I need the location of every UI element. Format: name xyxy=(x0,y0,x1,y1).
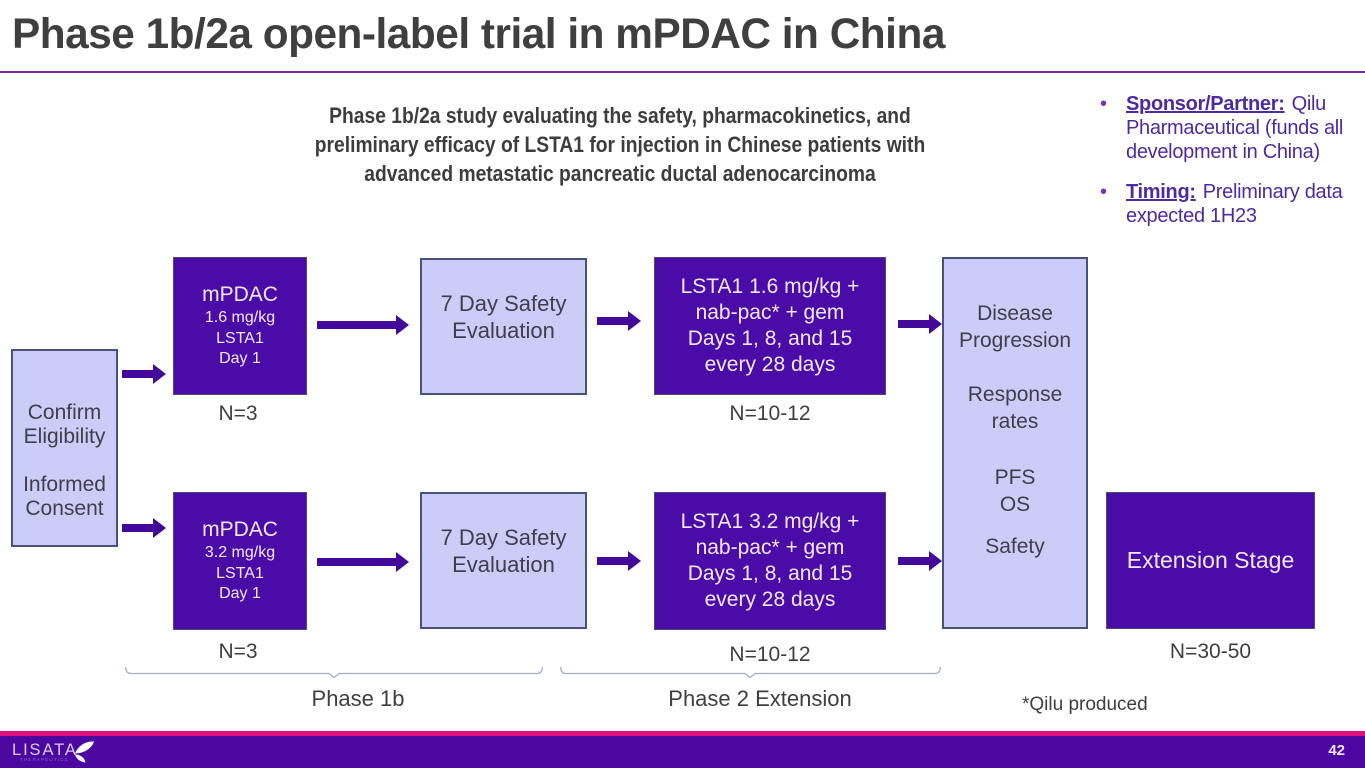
arrow-shape xyxy=(122,364,166,384)
bullet-timing-label: Timing: xyxy=(1126,181,1196,203)
arm1-title: mPDAC xyxy=(202,283,278,307)
bullet-dot-icon: • xyxy=(1100,181,1108,203)
flow-box-arm1-mpdac: mPDAC 1.6 mg/kg LSTA1 Day 1 xyxy=(173,257,307,395)
arrow-entry-to-arm2 xyxy=(122,518,166,538)
bullet-sponsor: • Sponsor/Partner:Qilu Pharmaceutical (f… xyxy=(1096,92,1358,164)
arrow-safety1-to-combo1 xyxy=(597,311,641,331)
page-number: 42 xyxy=(1328,742,1345,759)
bracket-shape xyxy=(560,666,941,679)
flow-box-safety2: 7 Day Safety Evaluation xyxy=(420,492,587,629)
flow-box-confirm-eligibility: Confirm Eligibility Informed Consent xyxy=(11,349,118,547)
footnote-qilu-produced: *Qilu produced xyxy=(1022,694,1148,715)
flow-box-confirm-eligibility-text: Confirm Eligibility Informed Consent xyxy=(23,401,106,520)
flow-box-arm2-text: mPDAC 3.2 mg/kg LSTA1 Day 1 xyxy=(202,517,278,605)
bracket-shape xyxy=(125,666,543,679)
arrow-safety2-to-combo2 xyxy=(597,551,641,571)
slide-title: Phase 1b/2a open-label trial in mPDAC in… xyxy=(12,10,945,58)
bullet-dot-icon: • xyxy=(1100,93,1108,115)
phase1-label: Phase 1b xyxy=(311,686,405,711)
flow-box-arm2-mpdac: mPDAC 3.2 mg/kg LSTA1 Day 1 xyxy=(173,492,307,630)
flow-box-outcomes-text: Disease Progression Response rates PFS O… xyxy=(959,300,1071,560)
arrow-shape xyxy=(898,551,942,571)
outcome-safety: Safety xyxy=(985,535,1045,558)
n-label-extension: N=30-50 xyxy=(1169,640,1252,663)
arrow-shape xyxy=(317,315,409,335)
arm2-title: mPDAC xyxy=(202,518,278,542)
study-description: Phase 1b/2a study evaluating the safety,… xyxy=(314,103,926,186)
lisata-logo-text: LISATA xyxy=(12,741,78,759)
arrow-shape xyxy=(898,314,942,334)
flow-box-combo2: LSTA1 3.2 mg/kg + nab-pac* + gem Days 1,… xyxy=(654,492,886,630)
n-label-arm1: N=3 xyxy=(218,402,258,425)
arrow-shape xyxy=(597,311,641,331)
title-divider-rule xyxy=(0,71,1365,73)
arrow-combo2-to-outcomes xyxy=(898,551,942,571)
arrow-arm2-to-safety2 xyxy=(317,552,409,572)
arrow-shape xyxy=(317,552,409,572)
flow-box-combo1: LSTA1 1.6 mg/kg + nab-pac* + gem Days 1,… xyxy=(654,257,886,395)
arrow-arm1-to-safety1 xyxy=(317,315,409,335)
sidebar-bullet-list: • Sponsor/Partner:Qilu Pharmaceutical (f… xyxy=(1096,92,1358,244)
leaf-icon xyxy=(75,741,94,763)
extension-stage-label: Extension Stage xyxy=(1126,547,1295,573)
flow-box-extension-stage: Extension Stage xyxy=(1106,492,1315,629)
footer-pink-stripe xyxy=(0,731,1365,736)
lisata-logo: LISATA THERAPEUTICS xyxy=(12,741,94,763)
phase1-bracket xyxy=(125,666,543,679)
arrow-shape xyxy=(122,518,166,538)
leaf-upper-shape xyxy=(75,741,94,754)
flow-box-combo1-text: LSTA1 1.6 mg/kg + nab-pac* + gem Days 1,… xyxy=(680,275,860,376)
bullet-timing: • Timing:Preliminary data expected 1H23 xyxy=(1096,180,1358,228)
bullet-timing-body: Timing:Preliminary data expected 1H23 xyxy=(1126,180,1358,228)
outcome-disease-progression: Disease Progression xyxy=(958,302,1072,352)
arrow-combo1-to-outcomes xyxy=(898,314,942,334)
outcome-response-rates: Response rates xyxy=(967,383,1063,433)
arrow-shape xyxy=(597,551,641,571)
bullet-timing-text: Preliminary data expected 1H23 xyxy=(1126,181,1343,227)
flow-box-combo2-text: LSTA1 3.2 mg/kg + nab-pac* + gem Days 1,… xyxy=(680,510,860,611)
flow-box-safety1-text: 7 Day Safety Evaluation xyxy=(440,290,567,343)
arrow-entry-to-arm1 xyxy=(122,364,166,384)
n-label-arm2: N=3 xyxy=(218,640,258,663)
phase2-bracket xyxy=(560,666,941,679)
bullet-sponsor-label: Sponsor/Partner: xyxy=(1126,93,1285,115)
n-label-combo1: N=10-12 xyxy=(729,402,811,425)
leaf-lower-shape xyxy=(75,754,86,763)
bullet-sponsor-text: Qilu Pharmaceutical (funds all developme… xyxy=(1126,93,1344,163)
phase2-label: Phase 2 Extension xyxy=(668,686,852,711)
arm2-dose-lines: 3.2 mg/kg LSTA1 Day 1 xyxy=(204,544,276,603)
lisata-logo-subtext: THERAPEUTICS xyxy=(20,757,69,762)
n-label-combo2: N=10-12 xyxy=(729,643,811,666)
bullet-sponsor-body: Sponsor/Partner:Qilu Pharmaceutical (fun… xyxy=(1126,92,1358,164)
flow-box-safety1: 7 Day Safety Evaluation xyxy=(420,258,587,395)
flow-box-outcomes: Disease Progression Response rates PFS O… xyxy=(942,257,1088,629)
flow-box-arm1-text: mPDAC 1.6 mg/kg LSTA1 Day 1 xyxy=(202,282,278,370)
footer-bar xyxy=(0,736,1365,768)
outcome-pfs-os: PFS OS xyxy=(994,466,1036,516)
flow-box-safety2-text: 7 Day Safety Evaluation xyxy=(440,524,567,577)
arm1-dose-lines: 1.6 mg/kg LSTA1 Day 1 xyxy=(204,309,276,368)
